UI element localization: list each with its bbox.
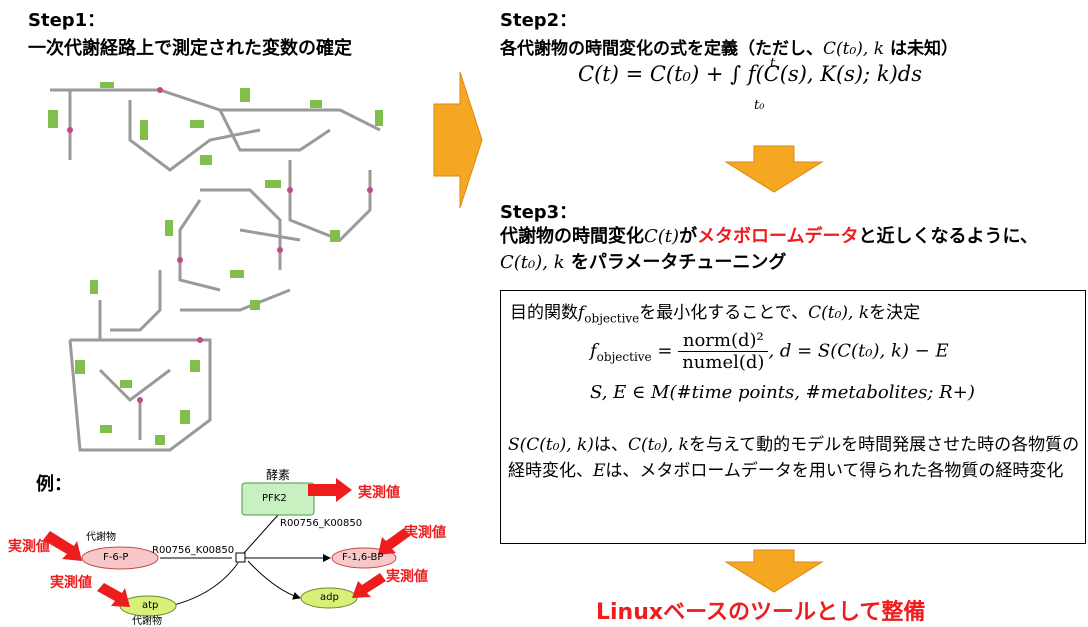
example-label: 例： [36, 474, 72, 495]
integral-formula: C(t) = C(t₀) + ∫ f(C(s), K(s); k)ds [578, 62, 922, 86]
measured-arrow-f6p [43, 531, 82, 561]
node-label-f6p: F-6-P [103, 552, 129, 563]
desc-math2: C(t₀), k [627, 435, 689, 455]
desc-math3: E [593, 461, 606, 481]
objective-box [500, 290, 1086, 544]
obj-suffix: を最小化することで、 [639, 303, 809, 323]
measured-arrow-pfk2 [308, 478, 352, 502]
formula-text: C(t) = C(t₀) + ∫ f(C(s), K(s); k)ds [578, 62, 922, 86]
measured-label-f16bp: 実測値 [404, 525, 446, 541]
measured-arrow-adp [352, 573, 386, 598]
pathway-nodes [48, 82, 383, 445]
node-label-pfk2: PFK2 [262, 493, 287, 504]
node-label-adp: adp [320, 592, 339, 603]
obj-f: f [578, 303, 585, 323]
fraction-denominator: numel(d) [682, 352, 765, 373]
step3-highlight: メタボロームデータ [697, 226, 859, 247]
metabolite-title: 代謝物 [86, 532, 116, 543]
desc-text2: を与えて動的モデルを時間発展させた時の各物質の経時変化、 [508, 435, 1080, 481]
f-label: f [590, 340, 597, 362]
right-arrow-icon [433, 71, 483, 209]
step1-description: 一次代謝経路上で測定された変数の確定 [28, 38, 352, 59]
formula-rhs: , d = S(C(t₀), k) − E [768, 340, 949, 362]
objective-line1: 目的関数fobjectiveを最小化することで、C(t₀), kを決定 [510, 298, 920, 325]
obj-end: を決定 [869, 303, 921, 323]
metabolite-title-2: 代謝物 [132, 616, 162, 627]
reaction-node [235, 552, 246, 563]
bottom-label: Linuxベースのツールとして整備 [596, 600, 926, 625]
desc-text1: は、 [593, 435, 628, 455]
step2-description: 各代謝物の時間変化の式を定義（ただし、C(t₀), k は未知） [500, 34, 958, 59]
metabolite-node-adp [300, 587, 358, 609]
down-arrow-icon-bottom [724, 549, 824, 593]
step3-part2: が [679, 226, 698, 247]
desc-text3: は、メタボロームデータを用いて得られた各物質の経時変化 [605, 461, 1064, 481]
desc-math1: S(C(t₀), k) [508, 435, 594, 455]
edge-adp [247, 560, 301, 600]
measured-label-atp: 実測値 [50, 575, 92, 591]
step2-title: Step2： [500, 10, 578, 31]
edge-enzyme [243, 514, 279, 554]
step3-description: 代謝物の時間変化C(t)がメタボロームデータと近しくなるように、 C(t₀), … [500, 224, 1060, 276]
set-definition: S, E ∈ M(#time points, #metabolites; R+) [590, 382, 975, 403]
metabolite-node-f6p [81, 546, 159, 570]
pathway-edges [50, 88, 381, 452]
node-label-atp: atp [142, 600, 159, 611]
f-sub: objective [596, 350, 652, 365]
fraction-numerator: norm(d)² [678, 330, 769, 352]
step2-desc-math: C(t₀), k [823, 39, 885, 59]
integral-upper-limit: t [770, 56, 776, 71]
measured-label-pfk2: 実測値 [358, 485, 400, 501]
step3-math1: C(t) [644, 226, 680, 247]
enzyme-node-pfk2 [241, 482, 315, 516]
step3-title: Step3： [500, 202, 578, 223]
measured-label-adp: 実測値 [386, 569, 428, 585]
measured-arrow-f16bp [378, 528, 410, 555]
obj-prefix: 目的関数 [510, 303, 578, 323]
step2-desc-prefix: 各代謝物の時間変化の式を定義（ただし、 [500, 39, 823, 59]
step3-part3: と近しくなるように、 [858, 226, 1038, 247]
down-arrow-icon [724, 145, 824, 193]
edge-label-right: R00756_K00850 [280, 518, 363, 529]
obj-math2: C(t₀), k [808, 303, 870, 323]
edge-label-left: R00756_K00850 [152, 545, 235, 556]
step2-desc-suffix: は未知） [884, 39, 958, 59]
step3-part4: をパラメータチューニング [564, 252, 787, 273]
edge-atp [169, 562, 239, 607]
obj-f-sub: objective [584, 311, 640, 326]
measured-arrow-atp [97, 583, 130, 607]
objective-description: S(C(t₀), k)は、C(t₀), kを与えて動的モデルを時間発展させた時の… [508, 432, 1080, 484]
step1-title: Step1： [28, 10, 106, 31]
node-label-f16bp: F-1,6-BP [342, 552, 384, 563]
step3-math2: C(t₀), k [500, 252, 565, 273]
enzyme-title: 酵素 [266, 468, 291, 482]
measured-label-f6p: 実測値 [8, 539, 50, 555]
example-diagram [43, 478, 410, 617]
step3-part1: 代謝物の時間変化 [500, 226, 644, 247]
pathway-markers [67, 87, 373, 403]
metabolic-pathway-map [48, 82, 383, 452]
integral-lower-limit: t₀ [754, 98, 765, 113]
